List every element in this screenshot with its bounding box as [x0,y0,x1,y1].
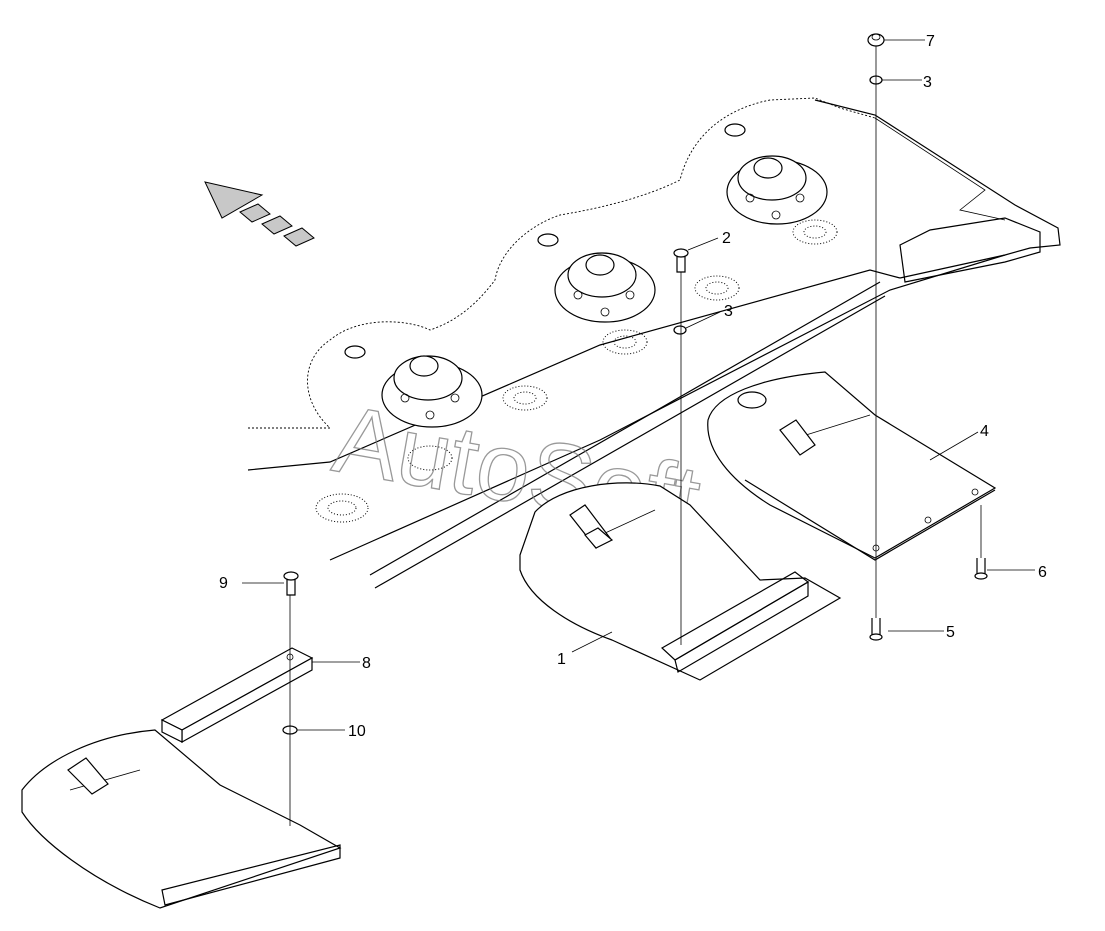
callout-4: 4 [980,423,989,440]
callout-5: 5 [946,624,955,641]
bar-hole [537,233,559,247]
callout-9: 9 [219,575,228,592]
small-gear-circles [315,219,838,523]
cutter-disc-3 [726,155,828,225]
assembly-lines [289,46,982,826]
callout-leaders [242,39,1035,731]
lower-skid-plate [21,729,342,909]
part-7-nut [867,33,885,47]
callout-6: 6 [1038,564,1047,581]
cutter-bar-lower-edge [329,254,1006,561]
knife-guard-strip [369,281,886,589]
direction-arrow-icon [204,181,315,247]
part-1-skid-plate [519,482,842,681]
part-9-bolt [283,571,299,596]
bar-inner-line [874,117,1006,221]
part-4-skid-plate [707,371,997,561]
callout-2: 2 [722,230,731,247]
callout-3: 3 [724,303,733,320]
callout-7: 7 [926,33,935,50]
callout-8: 8 [362,655,371,672]
part-6-bolt [974,558,988,580]
cutter-disc-1 [381,355,483,428]
callout-3-top: 3 [923,74,932,91]
bar-hole [344,345,366,359]
cutter-bar-top-edge [814,99,1061,279]
cutter-bar-outline [248,97,876,429]
part-5-bolt [869,618,883,641]
bar-end-plate [899,217,1041,283]
part-2-bolt [673,248,689,273]
callout-1: 1 [557,651,566,668]
cutter-bar-assembly [247,97,1061,589]
part-3-washer [673,325,687,335]
part-8-bar [160,647,314,744]
bar-hole [724,123,746,137]
callout-10: 10 [348,723,366,740]
cutter-bar-front-edge [247,269,901,471]
cutter-disc-2 [554,252,656,323]
